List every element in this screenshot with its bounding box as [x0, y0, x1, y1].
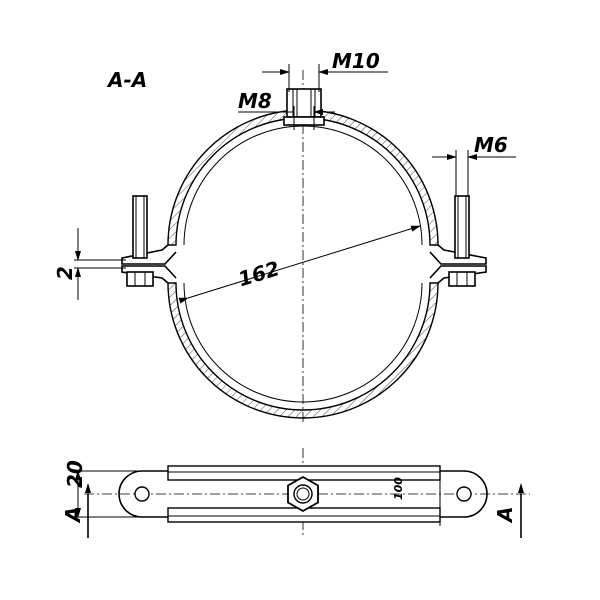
m8-dimension	[238, 106, 335, 130]
gap-label: 2	[53, 266, 77, 280]
section-label: A-A	[106, 68, 147, 92]
lower-clamp-band	[167, 282, 439, 419]
m10-label: M10	[332, 49, 380, 73]
right-bolt	[448, 195, 476, 287]
section-marker-right: A	[493, 507, 517, 524]
section-marker-left: A	[61, 507, 85, 524]
upper-left-flange	[121, 244, 177, 265]
right-bolt-hole	[456, 486, 472, 502]
m8-label: M8	[238, 89, 272, 113]
inner-liner-upper	[183, 125, 423, 246]
section-view: A-A M10 M8 M6 162 2	[53, 49, 516, 425]
width-dimension	[72, 470, 140, 518]
lower-right-flange	[429, 265, 487, 284]
strap-outline	[118, 470, 488, 518]
lower-left-flange	[121, 265, 177, 284]
upper-clamp-band	[167, 109, 439, 246]
inner-liner-lower	[183, 282, 423, 403]
m10-dimension	[262, 64, 388, 92]
plan-view: 20 100 A A	[61, 448, 530, 538]
m6-label: M6	[474, 133, 508, 157]
diameter-dimension-line	[178, 225, 421, 304]
diameter-label: 162	[235, 256, 282, 291]
gap-dimension	[74, 228, 126, 300]
top-nut	[283, 88, 325, 126]
spacing-label: 100	[392, 477, 405, 500]
left-bolt	[126, 195, 154, 287]
upper-right-flange	[429, 244, 487, 265]
width-label: 20	[63, 460, 87, 488]
left-bolt-hole	[134, 486, 150, 502]
m6-dimension	[432, 150, 516, 196]
